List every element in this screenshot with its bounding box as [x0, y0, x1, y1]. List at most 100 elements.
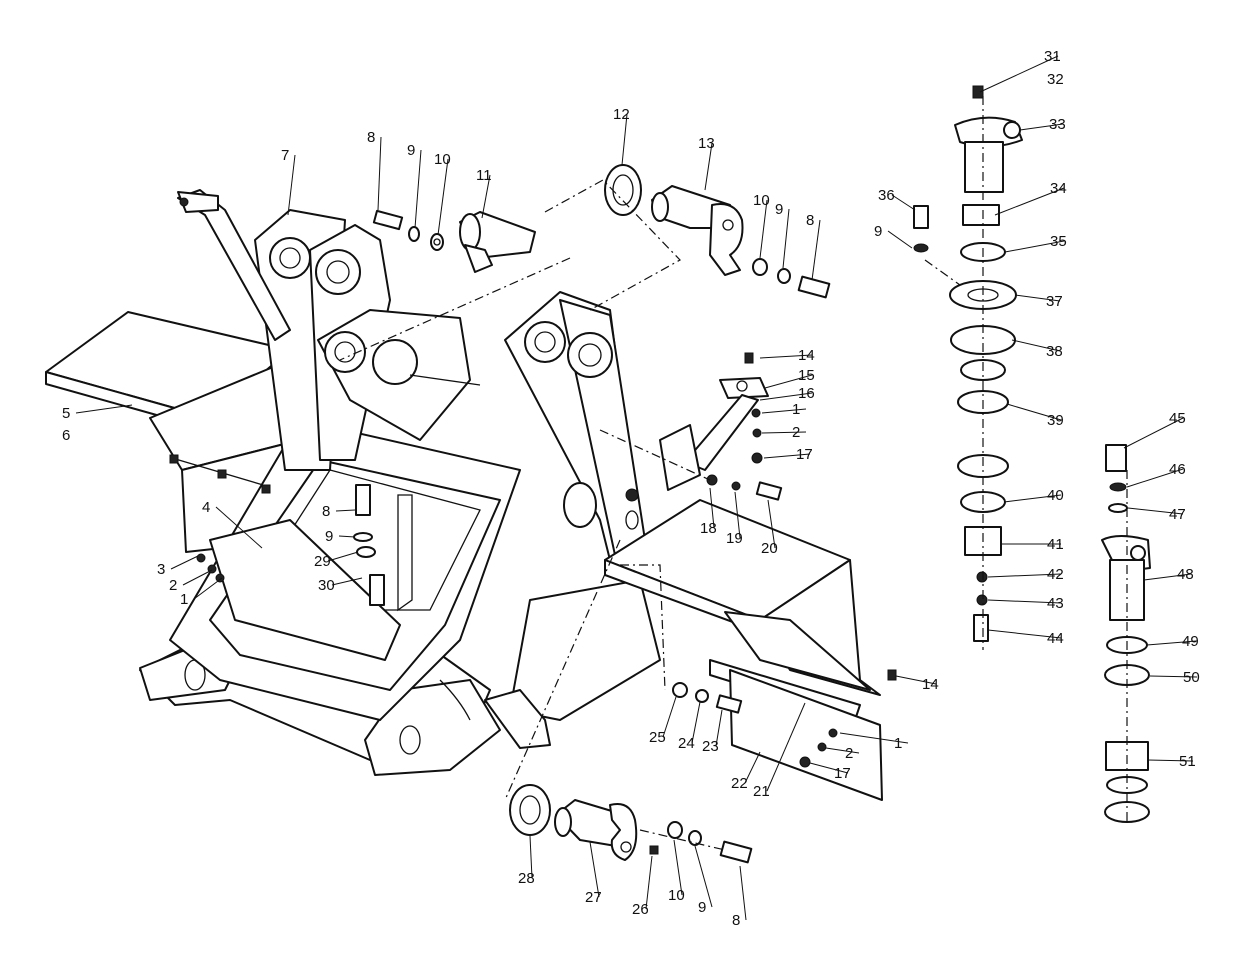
- callout-leader-27: [589, 841, 600, 898]
- callout-leader-12: [621, 113, 628, 166]
- callout-leader-4: [215, 506, 263, 549]
- callout-number-23: 23: [702, 738, 719, 755]
- callout-number-44: 44: [1047, 630, 1064, 647]
- callout-leader-40: [1003, 494, 1062, 503]
- interior-bolt-stack: [353, 484, 413, 612]
- callout-leader-49: [1146, 640, 1197, 646]
- callout-leader-2: [182, 569, 213, 586]
- callout-number-34: 34: [1050, 180, 1067, 197]
- callout-number-32: 32: [1047, 71, 1064, 88]
- callout-number-30: 30: [318, 577, 335, 594]
- callout-leader-13: [704, 142, 713, 191]
- callout-number-29: 29: [314, 553, 331, 570]
- callout-number-48: 48: [1177, 566, 1194, 583]
- callout-number-2: 2: [792, 424, 800, 441]
- callout-number-10: 10: [668, 887, 685, 904]
- callout-leader-9: [338, 535, 356, 538]
- callout-leader-31: [979, 55, 1059, 93]
- callout-leader-37: [1014, 294, 1061, 302]
- callout-number-39: 39: [1047, 412, 1064, 429]
- callout-number-1: 1: [180, 591, 188, 608]
- callout-number-14: 14: [922, 676, 939, 693]
- callout-number-10: 10: [434, 151, 451, 168]
- callout-leader-33: [1019, 123, 1064, 131]
- callout-leader-36: [891, 194, 916, 211]
- upper-left-pin-assembly: [372, 209, 536, 273]
- callout-number-1: 1: [894, 735, 902, 752]
- callout-number-8: 8: [367, 129, 375, 146]
- callout-number-46: 46: [1169, 461, 1186, 478]
- callout-leader-35: [1004, 240, 1065, 253]
- callout-leader-14: [759, 354, 813, 359]
- callout-leader-30: [331, 577, 363, 586]
- callout-number-36: 36: [878, 187, 895, 204]
- callout-leader-48: [1143, 573, 1192, 581]
- callout-leader-50: [1149, 675, 1198, 678]
- callout-labels: 1234567891011121310981415161217181920892…: [62, 48, 1200, 929]
- callout-leader-23: [715, 709, 723, 747]
- callout-number-17: 17: [834, 765, 851, 782]
- callout-number-24: 24: [678, 735, 695, 752]
- callout-number-35: 35: [1050, 233, 1067, 250]
- callout-leader-44: [987, 629, 1062, 639]
- callout-leader-17: [809, 762, 849, 774]
- callout-leader-34: [994, 187, 1065, 216]
- callout-number-5: 5: [62, 405, 70, 422]
- kingpin-stack: [913, 85, 1023, 642]
- callout-number-4: 4: [202, 499, 210, 516]
- callout-leader-25: [662, 696, 677, 738]
- callout-number-13: 13: [698, 135, 715, 152]
- callout-leader-15: [764, 374, 813, 389]
- callout-leader-45: [1123, 417, 1184, 449]
- callout-number-8: 8: [322, 503, 330, 520]
- callout-number-7: 7: [281, 147, 289, 164]
- callout-leader-14: [895, 675, 937, 685]
- callout-leader-9: [887, 230, 913, 249]
- callout-leader-43: [987, 599, 1062, 604]
- callout-leader-16: [759, 392, 813, 401]
- callout-number-49: 49: [1182, 633, 1199, 650]
- callout-leader-18: [709, 487, 715, 529]
- callout-leader-51: [1147, 759, 1194, 762]
- callout-leader-11: [481, 174, 491, 219]
- callout-leader-22: [744, 751, 761, 784]
- upper-right-pin-assembly: [604, 164, 831, 299]
- callout-number-9: 9: [874, 223, 882, 240]
- callout-number-38: 38: [1046, 343, 1063, 360]
- callout-leader-9: [414, 149, 422, 229]
- bottom-pin-assembly: [509, 784, 753, 864]
- callout-number-9: 9: [325, 528, 333, 545]
- assembly-centerlines: [339, 96, 1128, 851]
- callout-number-20: 20: [761, 540, 778, 557]
- callout-number-12: 12: [613, 106, 630, 123]
- callout-leader-17: [763, 453, 811, 459]
- callout-number-14: 14: [798, 347, 815, 364]
- left-fasteners: [169, 454, 271, 583]
- callout-number-26: 26: [632, 901, 649, 918]
- main-frame: [139, 209, 661, 776]
- callout-number-37: 37: [1046, 293, 1063, 310]
- callout-number-47: 47: [1169, 506, 1186, 523]
- callout-number-51: 51: [1179, 753, 1196, 770]
- callout-leader-29: [327, 551, 359, 562]
- callout-number-10: 10: [753, 192, 770, 209]
- callout-leader-7: [287, 154, 296, 216]
- callout-leader-20: [767, 499, 776, 549]
- callout-number-15: 15: [798, 367, 815, 384]
- callout-leader-5: [75, 404, 133, 414]
- callout-number-50: 50: [1183, 669, 1200, 686]
- callout-number-8: 8: [806, 212, 814, 229]
- callout-leader-9: [694, 845, 713, 908]
- callout-leader-9: [782, 208, 790, 269]
- callout-leader-1: [839, 732, 909, 744]
- callout-number-6: 6: [62, 427, 70, 444]
- callout-leader-24: [691, 701, 701, 744]
- callout-number-2: 2: [845, 745, 853, 762]
- callout-leader-10: [437, 158, 449, 236]
- callout-number-1: 1: [792, 401, 800, 418]
- callout-number-18: 18: [700, 520, 717, 537]
- callout-leader-2: [825, 747, 860, 754]
- callout-leader-1: [761, 408, 807, 414]
